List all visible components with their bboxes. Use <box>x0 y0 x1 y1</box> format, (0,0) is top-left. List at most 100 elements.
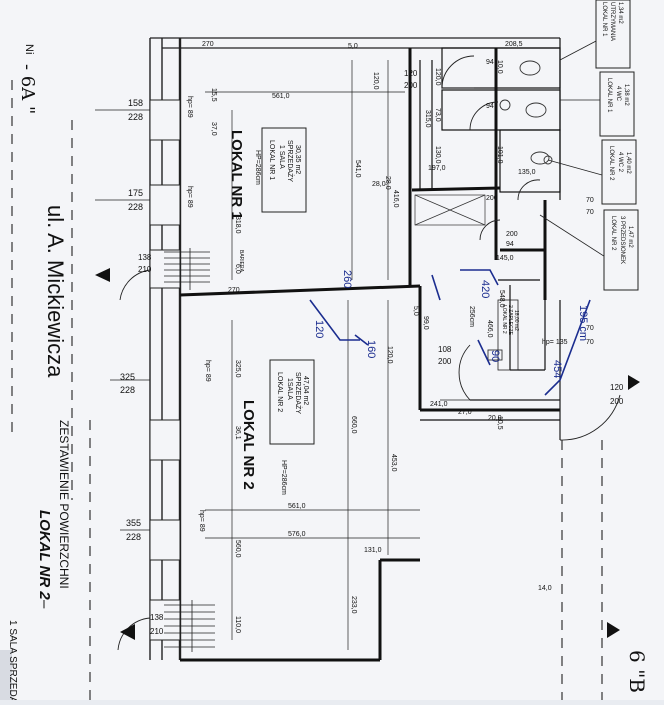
win4-hp: hp= 89 <box>198 510 205 532</box>
door3-w: 120 <box>404 69 418 78</box>
summary-heading: ZESTAWIENIE POWIERZCHNI <box>57 420 71 589</box>
r3-line3: 1,40 m2 <box>625 152 631 174</box>
win4-w: 355 <box>126 518 141 528</box>
dim-99: 99,0 <box>422 316 429 330</box>
dim-315: 315,0 <box>424 110 431 128</box>
door-labels: 138 210 138 210 120 200 108 200 120 200 <box>138 69 624 636</box>
r1-line1: LOKAL NR 1 <box>601 2 607 37</box>
dim-60: 6,0 <box>234 264 241 274</box>
dim-1010: 101,0 <box>496 146 503 164</box>
dim-660: 660,0 <box>350 416 357 434</box>
r4-line1: LOKAL NR 2 <box>610 216 616 251</box>
hand-454: 454 <box>551 360 563 378</box>
window-hp-labels: hp= 89 hp= 89 hp= 89 hp= 89 <box>186 96 211 532</box>
hand-195: 195 cm <box>577 305 589 341</box>
door5-h: 200 <box>610 397 624 406</box>
door5-w: 120 <box>610 383 624 392</box>
summary-item: 1 SALA SPRZEDAŻY <box>7 620 20 700</box>
dim-466: 466,0 <box>486 320 493 338</box>
dim-2085: 208,5 <box>505 41 523 48</box>
dim-197: 197,0 <box>428 165 446 172</box>
dim-hp135: hp= 135 <box>542 339 568 346</box>
zaplecze-line1: LOKAL NR 2 <box>501 305 507 334</box>
win1-h: 228 <box>128 112 143 122</box>
orientation-arrows <box>95 268 640 640</box>
dim-370: 37,0 <box>210 122 217 136</box>
dim-155: 15,5 <box>210 88 217 102</box>
dim-233: 233,0 <box>350 596 357 614</box>
lokal1-box-line2: 1 SALA <box>278 145 285 169</box>
stairs-top <box>164 248 210 290</box>
hand-90: 90 <box>489 350 501 362</box>
lokal2-box-line1: LOKAL NR 2 <box>276 372 283 412</box>
win3-h: 228 <box>120 385 135 395</box>
lokal1-hp: HP=286cm <box>254 150 261 185</box>
door2-w: 138 <box>150 613 164 622</box>
dim-548: 548,0 <box>498 290 505 308</box>
lokal2-hp: HP=286cm <box>280 460 287 495</box>
door-swings <box>117 55 621 651</box>
win1-hp: hp= 89 <box>186 96 193 118</box>
dim-318: 318,0 <box>234 216 241 234</box>
summary-lokal: LOKAL NR 2 <box>36 510 53 600</box>
stairs-bottom <box>164 600 215 652</box>
ni-label: Ni <box>23 44 35 54</box>
lokal2-box-line3: SPRZEDAŻY <box>294 372 303 414</box>
lokal1-name: LOKAL NR 1 <box>228 130 245 220</box>
door1-h: 210 <box>138 265 152 274</box>
zaplecze-line3: 18,00 m2 <box>513 310 519 331</box>
dim-145: 145,0 <box>496 255 514 262</box>
zaplecze-box <box>497 299 519 371</box>
dim-70b: 70 <box>586 209 594 216</box>
r2-line1: LOKAL NR 1 <box>606 78 612 113</box>
lokal1-box-line1: LOKAL NR 1 <box>268 140 275 180</box>
win3-hp: hp= 89 <box>204 360 211 382</box>
dim-416: 416,0 <box>392 190 399 208</box>
dim-94c: 94 <box>506 241 514 248</box>
r2-line3: 1,38 m2 <box>623 84 629 106</box>
dim-270b: 270 <box>228 287 240 294</box>
bariera: BARIERA <box>238 250 244 273</box>
win2-h: 228 <box>128 202 143 212</box>
r1-line2: UTRZYMANIA <box>609 2 615 41</box>
door4-w: 108 <box>438 345 452 354</box>
dim-130: 130,0 <box>434 146 441 164</box>
door1-w: 138 <box>138 253 152 262</box>
dim-241: 241,0 <box>430 401 448 408</box>
dim-140: 14,0 <box>538 585 552 592</box>
win3-w: 325 <box>120 372 135 382</box>
hand-420: 420 <box>479 280 491 298</box>
dim-94a: 94 <box>486 59 494 66</box>
dim-730: 73,0 <box>434 108 441 122</box>
dim-560: 560,0 <box>234 540 241 558</box>
side-label-boxes <box>595 0 639 291</box>
dim-270c: 27,0 <box>458 409 472 416</box>
dim-256: 256cm <box>468 306 475 327</box>
door4-h: 200 <box>438 357 452 366</box>
r1-line3: 1,34 m2 <box>617 2 623 24</box>
lokal2-box-line2: 1SALA <box>286 378 293 400</box>
dim-70c: 70 <box>586 325 594 332</box>
dim-120b: 120,0 <box>434 68 441 86</box>
win2-w: 175 <box>128 188 143 198</box>
margin-strip <box>0 650 12 700</box>
dim-209: 20,9 <box>488 415 502 422</box>
lokal1-box-line3: SPRZEDAŻY <box>286 140 295 182</box>
shaft <box>414 194 486 226</box>
dim-453: 453,0 <box>390 454 397 472</box>
r2-line2: 4 WC <box>615 86 621 102</box>
dim-541: 541,0 <box>354 160 361 178</box>
dim-50: 5,0 <box>348 43 358 50</box>
dim-50b: 5,0 <box>412 306 419 316</box>
lokal2-room-box <box>269 359 315 445</box>
house-number-right: 6 "B <box>625 650 649 693</box>
hand-160: 160 <box>365 340 377 358</box>
hand-260: 260 <box>341 270 353 288</box>
dim-70d: 70 <box>586 339 594 346</box>
handwritten-marks <box>309 269 591 396</box>
interior-walls <box>179 48 560 662</box>
fixtures <box>487 60 553 361</box>
door3-h: 200 <box>404 81 418 90</box>
